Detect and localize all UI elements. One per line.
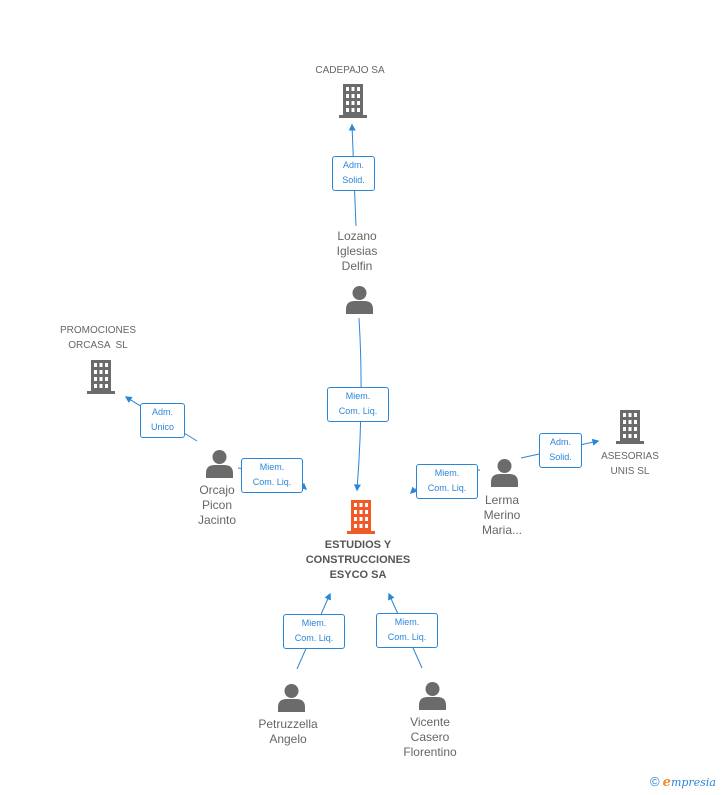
person-icon[interactable] xyxy=(490,458,519,487)
person-label-orcajo[interactable]: Orcajo Picon Jacinto xyxy=(197,483,237,527)
relation-label-orcajo-promociones[interactable]: Adm. Unico xyxy=(140,403,185,438)
building-icon[interactable] xyxy=(85,360,117,394)
relation-label-lerma-main[interactable]: Miem. Com. Liq. xyxy=(416,464,478,499)
building-icon[interactable] xyxy=(614,410,646,444)
company-label-promociones[interactable]: PROMOCIONES ORCASA SL xyxy=(59,325,137,351)
relation-label-lozano-cadepajo[interactable]: Adm. Solid. xyxy=(332,156,375,191)
main-company-label[interactable]: ESTUDIOS Y CONSTRUCCIONES ESYCO SA xyxy=(305,539,411,581)
person-label-vicente[interactable]: Vicente Casero Florentino xyxy=(403,715,457,759)
brand-logo: empresia xyxy=(662,775,716,790)
footer-brand[interactable]: © empresia xyxy=(650,774,716,790)
person-label-lerma[interactable]: Lerma Merino Maria... xyxy=(481,493,522,537)
relation-label-vicente-main[interactable]: Miem. Com. Liq. xyxy=(376,613,438,648)
person-icon[interactable] xyxy=(345,285,374,314)
relation-label-lozano-main[interactable]: Miem. Com. Liq. xyxy=(327,387,389,422)
company-label-cadepajo[interactable]: CADEPAJO SA xyxy=(315,65,385,76)
relation-label-petruzzella-main[interactable]: Miem. Com. Liq. xyxy=(283,614,345,649)
person-icon[interactable] xyxy=(205,449,234,478)
relation-label-lerma-asesorias[interactable]: Adm. Solid. xyxy=(539,433,582,468)
relation-label-orcajo-main[interactable]: Miem. Com. Liq. xyxy=(241,458,303,493)
building-icon[interactable] xyxy=(337,84,369,118)
main-building-icon[interactable] xyxy=(345,500,377,534)
person-icon[interactable] xyxy=(418,681,447,710)
copyright-icon: © xyxy=(650,774,660,789)
person-icon[interactable] xyxy=(277,683,306,712)
person-label-petruzzella[interactable]: Petruzzella Angelo xyxy=(258,717,318,746)
company-label-asesorias[interactable]: ASESORIAS UNIS SL xyxy=(601,451,659,477)
person-label-lozano[interactable]: Lozano Iglesias Delfin xyxy=(336,229,378,273)
